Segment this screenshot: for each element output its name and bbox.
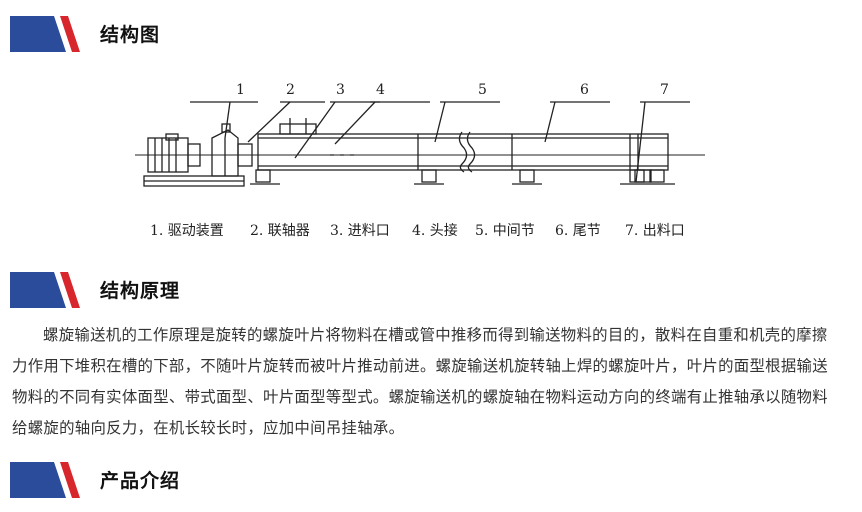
legend-item-drive: 1. 驱动装置 [150, 223, 224, 239]
callout-7: 7 [660, 82, 669, 98]
section-badge-icon [10, 272, 80, 308]
section-title: 结构原理 [100, 280, 181, 302]
legend-item-coupling: 2. 联轴器 [250, 223, 310, 239]
diagram-callouts: 1 2 3 4 5 6 7 [130, 82, 710, 102]
callout-2: 2 [286, 82, 295, 98]
legend-item-inlet: 3. 进料口 [330, 223, 390, 239]
principle-paragraph: 螺旋输送机的工作原理是旋转的螺旋叶片将物料在槽或管中推移而得到输送物料的目的，散… [12, 326, 828, 437]
section-badge-icon [10, 462, 80, 498]
legend-item-outlet: 7. 出料口 [625, 223, 685, 239]
screw-conveyor-structure-diagram [135, 101, 705, 187]
section-header-principle: 结构原理 [0, 268, 862, 312]
legend-item-middle: 5. 中间节 [475, 223, 535, 239]
callout-1: 1 [236, 82, 245, 98]
callout-5: 5 [478, 82, 487, 98]
callout-6: 6 [580, 82, 589, 98]
callout-3: 3 [336, 82, 345, 98]
section-title: 结构图 [100, 24, 161, 46]
section-title: 产品介绍 [100, 470, 181, 492]
legend-item-tail: 6. 尾节 [555, 223, 601, 239]
section-badge-icon [10, 16, 80, 52]
legend-item-head: 4. 头接 [412, 223, 458, 239]
section-header-product-intro: 产品介绍 [0, 458, 862, 502]
callout-4: 4 [376, 82, 385, 98]
section-header-structure-diagram: 结构图 [0, 12, 862, 56]
